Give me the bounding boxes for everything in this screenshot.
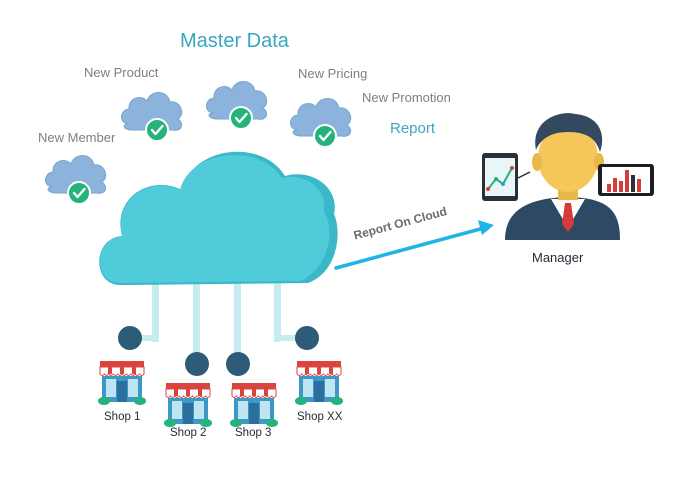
shop-2-label: Shop 2: [170, 427, 207, 439]
new-product-label: New Product: [84, 65, 159, 80]
check-icon: [228, 105, 254, 131]
new-pricing-label: New Pricing: [298, 66, 368, 81]
shop-xx-label: Shop XX: [297, 411, 343, 423]
shop-xx-icon: [294, 360, 344, 406]
report-label: Report: [390, 120, 436, 137]
new-member-label: New Member: [38, 130, 116, 145]
main-cloud: [99, 151, 338, 285]
manager-avatar: [505, 113, 620, 240]
check-icon: [144, 117, 170, 143]
shop-1-label: Shop 1: [104, 411, 141, 423]
report-arrow: [334, 220, 494, 270]
connector-lines: [130, 270, 308, 363]
shop-2-icon: [163, 382, 213, 428]
connector-node-1: [118, 326, 142, 350]
manager-label: Manager: [532, 250, 584, 265]
shop-3-label: Shop 3: [235, 427, 272, 439]
check-icon: [312, 123, 338, 149]
tablet-chart-icon: [482, 153, 531, 201]
shop-3-icon: [229, 382, 279, 428]
connector-node-3: [226, 352, 250, 376]
tablet-bar-chart-icon: [598, 164, 654, 196]
connector-node-4: [295, 326, 319, 350]
connector-node-2: [185, 352, 209, 376]
diagram-title: Master Data: [180, 30, 289, 52]
check-icon: [66, 180, 92, 206]
new-promotion-label: New Promotion: [362, 90, 451, 105]
shop-1-icon: [97, 360, 147, 406]
